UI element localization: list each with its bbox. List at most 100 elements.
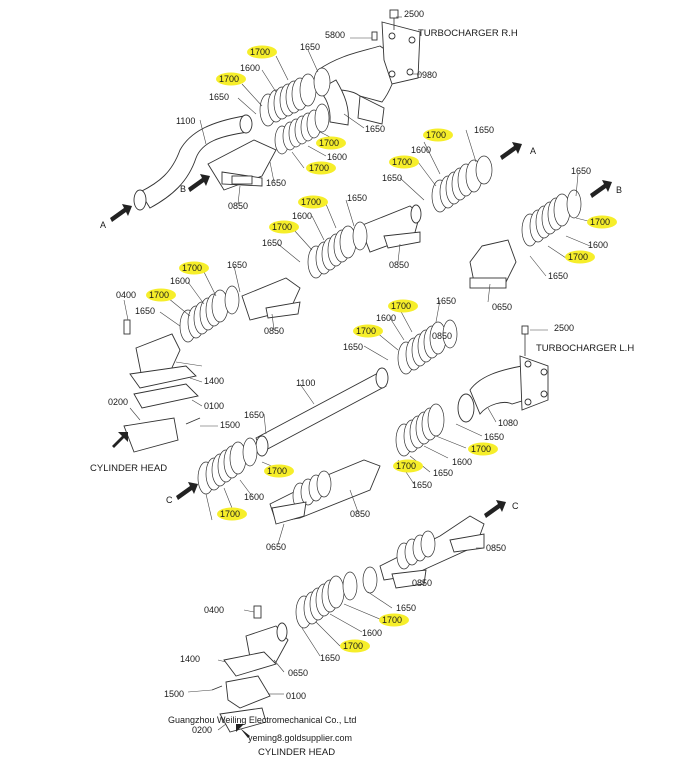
callout-1700: 1700 — [298, 195, 328, 209]
flow-marker-b-right: B — [616, 185, 622, 195]
callout-label: 1650 — [266, 178, 286, 188]
callout-1700: 1700 — [247, 45, 277, 59]
callout-highlight — [264, 464, 294, 478]
callout-1700: 1700 — [179, 261, 209, 275]
callout-label: 1700 — [149, 290, 169, 300]
callout-label: 1650 — [474, 125, 494, 135]
callout-highlight — [316, 136, 346, 150]
callout-1650: 1650 — [484, 432, 504, 442]
callout-label: 0400 — [116, 290, 136, 300]
callout-label: 0100 — [204, 401, 224, 411]
callout-0650: 0650 — [288, 668, 308, 678]
callout-label: 1400 — [180, 654, 200, 664]
callout-label: 1700 — [568, 252, 588, 262]
callout-label: 1650 — [548, 271, 568, 281]
callout-1650: 1650 — [244, 410, 264, 420]
callout-highlight — [306, 161, 336, 175]
callout-label: 1650 — [300, 42, 320, 52]
callout-1650: 1650 — [365, 124, 385, 134]
callout-label: 1700 — [471, 444, 491, 454]
callout-label: 1650 — [382, 173, 402, 183]
callout-label: 1600 — [588, 240, 608, 250]
callout-label: 2500 — [554, 323, 574, 333]
callout-highlight — [379, 613, 409, 627]
callout-1400: 1400 — [180, 654, 200, 664]
callout-label: 1650 — [227, 260, 247, 270]
callout-1650: 1650 — [209, 92, 229, 102]
callout-label: 1700 — [396, 461, 416, 471]
callout-label: 0850 — [412, 578, 432, 588]
callout-2500: 2500 — [404, 9, 424, 19]
bellows-c-left — [197, 437, 258, 495]
callout-label: 1600 — [292, 211, 312, 221]
callout-highlight — [389, 155, 419, 169]
callout-0650: 0650 — [266, 542, 286, 552]
callout-0400: 0400 — [116, 290, 136, 300]
callout-0850: 0850 — [389, 260, 409, 270]
callout-1600: 1600 — [244, 492, 264, 502]
callout-highlight — [298, 195, 328, 209]
callout-1650: 1650 — [382, 173, 402, 183]
callout-1600: 1600 — [327, 152, 347, 162]
callout-0850: 0850 — [264, 326, 284, 336]
callout-label: 1650 — [209, 92, 229, 102]
callout-1700: 1700 — [340, 639, 370, 653]
callout-1700: 1700 — [217, 507, 247, 521]
callout-label: 1700 — [220, 509, 240, 519]
cylinder-head-stack-lower — [211, 605, 289, 733]
callout-label: 0200 — [192, 725, 212, 735]
callout-label: 1100 — [176, 116, 195, 126]
callout-label: 0400 — [204, 605, 224, 615]
callout-label: 1700 — [590, 217, 610, 227]
callout-1650: 1650 — [227, 260, 247, 270]
text-labels: TURBOCHARGER R.H TURBOCHARGER L.H CYLIND… — [90, 28, 634, 758]
callout-highlight — [468, 442, 498, 456]
callout-label: 1600 — [240, 63, 260, 73]
watermark-company: Guangzhou Weiling Electromechanical Co.,… — [168, 715, 356, 725]
manifold-0850-lower — [241, 277, 301, 321]
manifold-0850-top — [207, 139, 277, 191]
callout-label: 1650 — [433, 468, 453, 478]
callout-1650: 1650 — [474, 125, 494, 135]
callout-highlight — [393, 459, 423, 473]
callout-label: 0100 — [286, 691, 306, 701]
callout-1650: 1650 — [262, 238, 282, 248]
callout-label: 1600 — [327, 152, 347, 162]
callout-0850: 0850 — [432, 331, 452, 341]
callout-label: 1700 — [309, 163, 329, 173]
callout-label: 0850 — [264, 326, 284, 336]
callout-layer: 2500165017005800160017001650098011001650… — [108, 9, 617, 735]
flow-marker-a-right: A — [530, 146, 536, 156]
callout-label: 1500 — [220, 420, 240, 430]
callout-label: 1650 — [365, 124, 385, 134]
callout-1700: 1700 — [393, 459, 423, 473]
callout-label: 0650 — [288, 668, 308, 678]
callout-1700: 1700 — [269, 220, 299, 234]
callout-label: 0850 — [350, 509, 370, 519]
callout-label: 5800 — [325, 30, 345, 40]
callout-1600: 1600 — [588, 240, 608, 250]
callout-1700: 1700 — [587, 215, 617, 229]
callout-label: 1700 — [182, 263, 202, 273]
callout-1400: 1400 — [204, 376, 224, 386]
callout-label: 0650 — [492, 302, 512, 312]
callout-label: 1700 — [392, 157, 412, 167]
callout-label: 1600 — [362, 628, 382, 638]
callout-1600: 1600 — [452, 457, 472, 467]
bellows-lh-lower — [395, 403, 445, 457]
callout-0980: 0980 — [417, 70, 437, 80]
callout-1650: 1650 — [300, 42, 320, 52]
callout-0850: 0850 — [412, 578, 432, 588]
callout-1650: 1650 — [433, 468, 453, 478]
callout-highlight — [216, 72, 246, 86]
flow-marker-c-right: C — [512, 501, 519, 511]
callout-1600: 1600 — [240, 63, 260, 73]
callout-0200: 0200 — [108, 397, 128, 407]
callout-1650: 1650 — [266, 178, 286, 188]
bellows-lh-upper — [397, 319, 458, 375]
flow-marker-b-left: B — [180, 184, 186, 194]
bellows-mid-right — [431, 155, 493, 213]
cylinder-head-stack-upper — [123, 319, 201, 453]
callout-label: 1700 — [267, 466, 287, 476]
callout-1700: 1700 — [388, 299, 418, 313]
